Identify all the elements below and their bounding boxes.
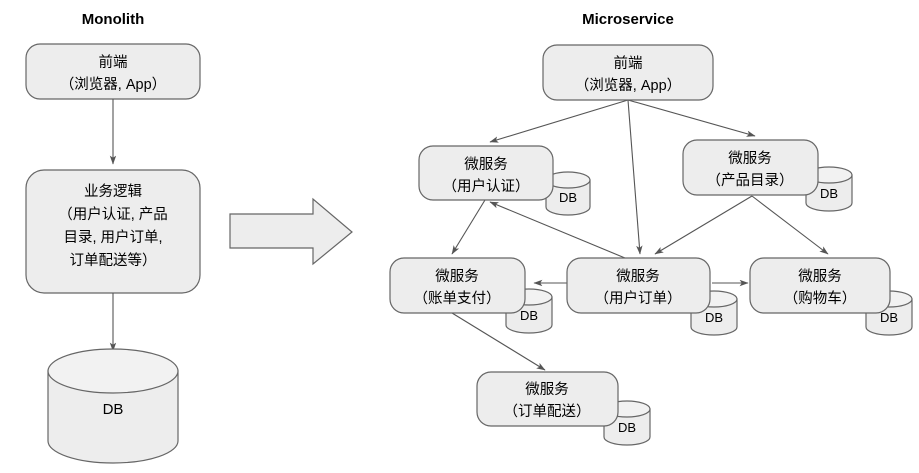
- catalog-db-label: DB: [820, 186, 838, 201]
- ms-frontend-line1: 前端: [614, 55, 643, 72]
- microservice-orders-node[interactable]: 微服务 （用户订单）: [566, 257, 711, 314]
- monolith-section-title: Monolith: [82, 11, 144, 28]
- monolith-business-logic-node[interactable]: 业务逻辑 （用户认证, 产品 目录, 用户订单, 订单配送等）: [25, 169, 201, 294]
- edge-catalog-to-cart: [751, 195, 829, 255]
- auth-line1: 微服务: [464, 156, 508, 173]
- billing-line2: （账单支付）: [414, 290, 501, 307]
- auth-line2: （用户认证）: [443, 178, 530, 195]
- edge-catalog-to-orders: [654, 195, 753, 255]
- microservice-section-title: Microservice: [582, 11, 674, 28]
- auth-database-cylinder[interactable]: DB: [545, 171, 591, 216]
- monolith-logic-line4: 订单配送等）: [70, 251, 157, 269]
- delivery-line1: 微服务: [525, 381, 569, 398]
- monolith-db-label: DB: [103, 401, 124, 418]
- delivery-line2: （订单配送）: [504, 403, 591, 420]
- cart-line1: 微服务: [798, 268, 842, 285]
- edge-orders-to-auth: [489, 201, 626, 259]
- monolith-logic-line3: 目录, 用户订单,: [63, 229, 162, 246]
- monolith-logic-line2: （用户认证, 产品: [58, 206, 168, 223]
- cart-line2: （购物车）: [784, 290, 857, 307]
- transformation-arrow: [229, 197, 353, 266]
- microservice-auth-node[interactable]: 微服务 （用户认证）: [418, 145, 554, 201]
- catalog-line2: （产品目录）: [707, 172, 794, 189]
- edge-frontend-to-auth: [489, 99, 629, 143]
- billing-db-label: DB: [520, 308, 538, 323]
- orders-db-label: DB: [705, 310, 723, 325]
- monolith-frontend-line1: 前端: [99, 54, 128, 71]
- monolith-frontend-line2: （浏览器, App）: [60, 76, 166, 93]
- cart-db-label: DB: [880, 310, 898, 325]
- microservice-billing-node[interactable]: 微服务 （账单支付）: [389, 257, 526, 314]
- catalog-line1: 微服务: [728, 150, 772, 167]
- microservice-edges: [451, 99, 829, 371]
- microservice-frontend-node[interactable]: 前端 （浏览器, App）: [542, 44, 714, 101]
- microservice-delivery-node[interactable]: 微服务 （订单配送）: [476, 371, 619, 427]
- orders-line1: 微服务: [616, 268, 660, 285]
- microservice-cart-node[interactable]: 微服务 （购物车）: [749, 257, 891, 314]
- edge-auth-to-billing: [451, 199, 486, 255]
- monolith-database-cylinder[interactable]: DB: [47, 348, 179, 464]
- edge-frontend-to-catalog: [627, 99, 756, 137]
- monolith-logic-line1: 业务逻辑: [84, 183, 142, 200]
- edge-billing-to-delivery: [451, 312, 546, 371]
- delivery-db-label: DB: [618, 420, 636, 435]
- billing-line1: 微服务: [435, 268, 479, 285]
- ms-frontend-line2: （浏览器, App）: [575, 77, 681, 94]
- auth-db-label: DB: [559, 190, 577, 205]
- monolith-frontend-node[interactable]: 前端 （浏览器, App）: [25, 43, 201, 100]
- microservice-catalog-node[interactable]: 微服务 （产品目录）: [682, 139, 819, 196]
- orders-line2: （用户订单）: [595, 290, 682, 307]
- edge-frontend-to-orders: [627, 99, 643, 255]
